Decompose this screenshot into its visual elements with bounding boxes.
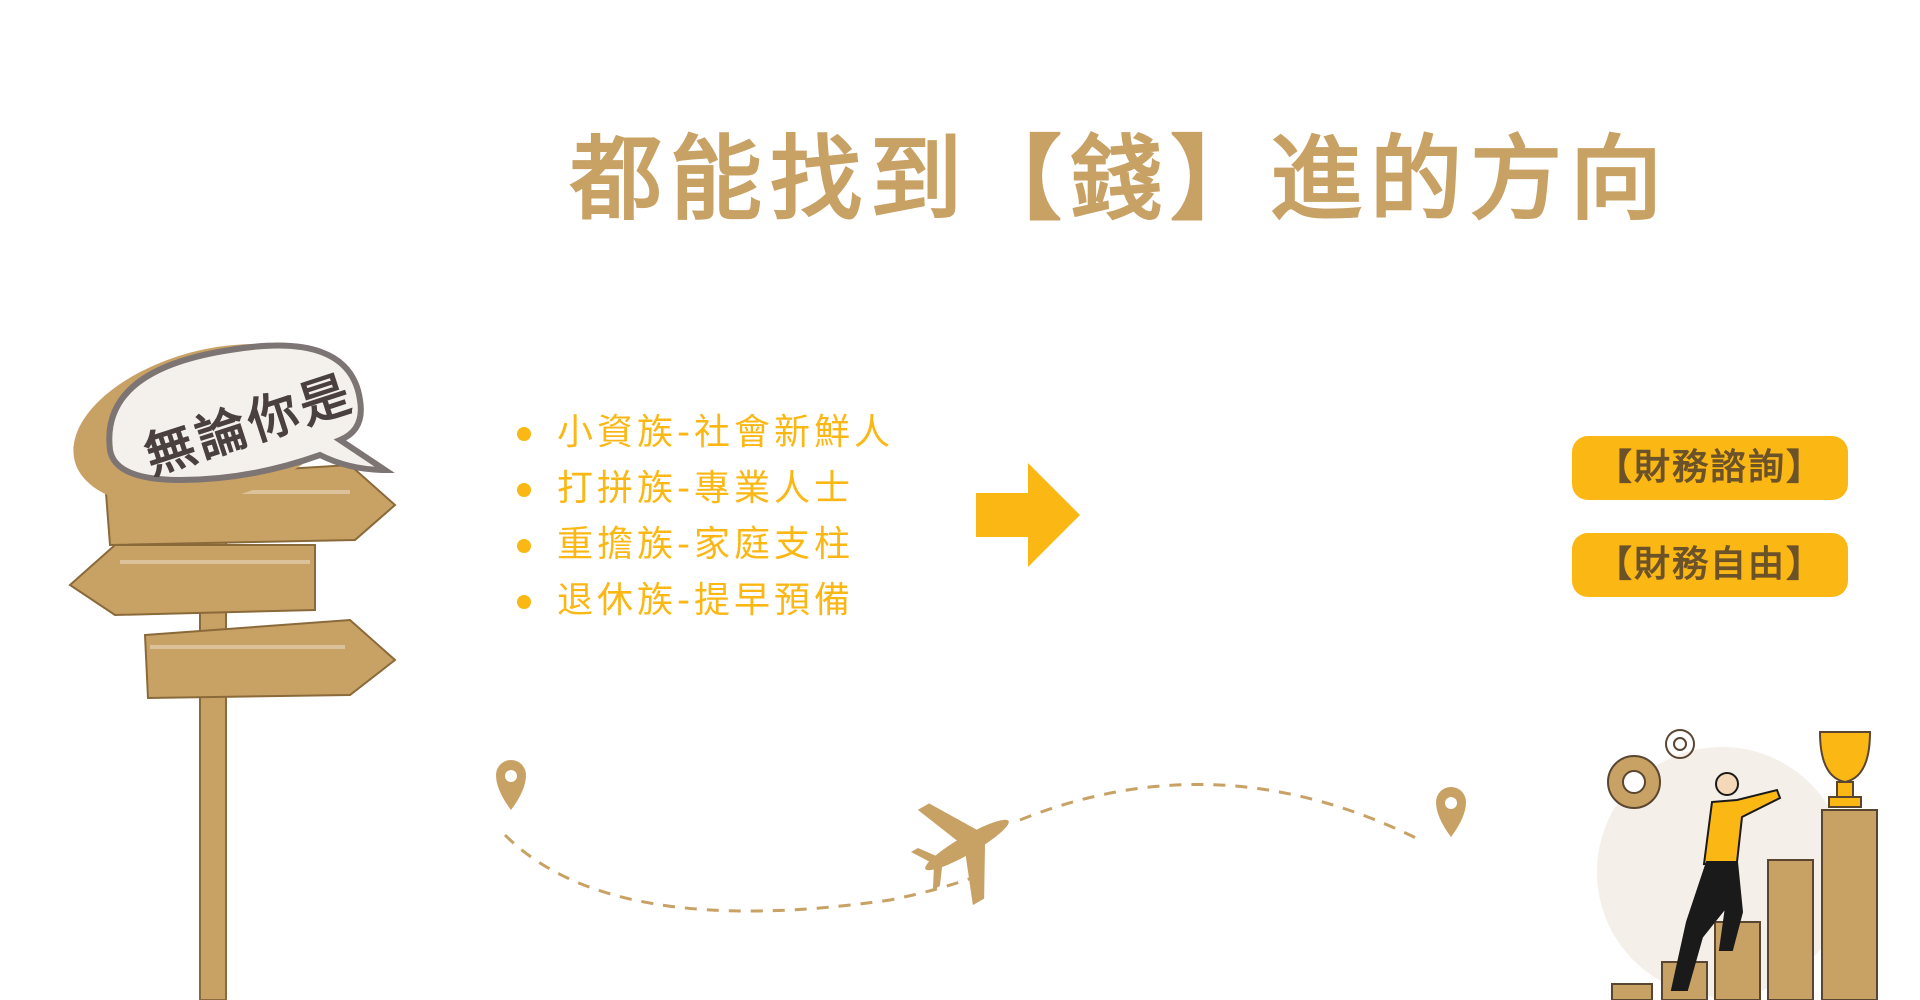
arrow-right-icon (976, 463, 1080, 567)
location-pin-icon (1436, 787, 1466, 837)
financial-consulting-button[interactable]: 【財務諮詢】 (1572, 436, 1848, 500)
gear-icon (1665, 729, 1695, 759)
list-item: 退休族-提早預備 (515, 573, 894, 629)
list-item: 小資族-社會新鮮人 (515, 405, 894, 461)
bullet-icon (517, 483, 531, 497)
page-title: 都能找到【錢】進的方向 (570, 126, 1671, 233)
person-climbing (1670, 772, 1782, 991)
list-item: 打拼族-專業人士 (515, 461, 894, 517)
gear-icon (1607, 755, 1661, 809)
airplane-icon (910, 803, 1009, 906)
location-pin-icon (496, 760, 526, 810)
signpost-illustration (68, 342, 397, 1000)
bullet-icon (517, 427, 531, 441)
trophy-icon (1818, 731, 1872, 808)
list-item: 重擔族-家庭支柱 (515, 517, 894, 573)
success-climbing-illustration (1597, 729, 1878, 1000)
flight-path-illustration (496, 760, 1466, 913)
financial-freedom-button[interactable]: 【財務自由】 (1572, 533, 1848, 597)
bullet-icon (517, 539, 531, 553)
bullet-icon (517, 595, 531, 609)
audience-list: 小資族-社會新鮮人 打拼族-專業人士 重擔族-家庭支柱 退休族-提早預備 (515, 405, 894, 629)
